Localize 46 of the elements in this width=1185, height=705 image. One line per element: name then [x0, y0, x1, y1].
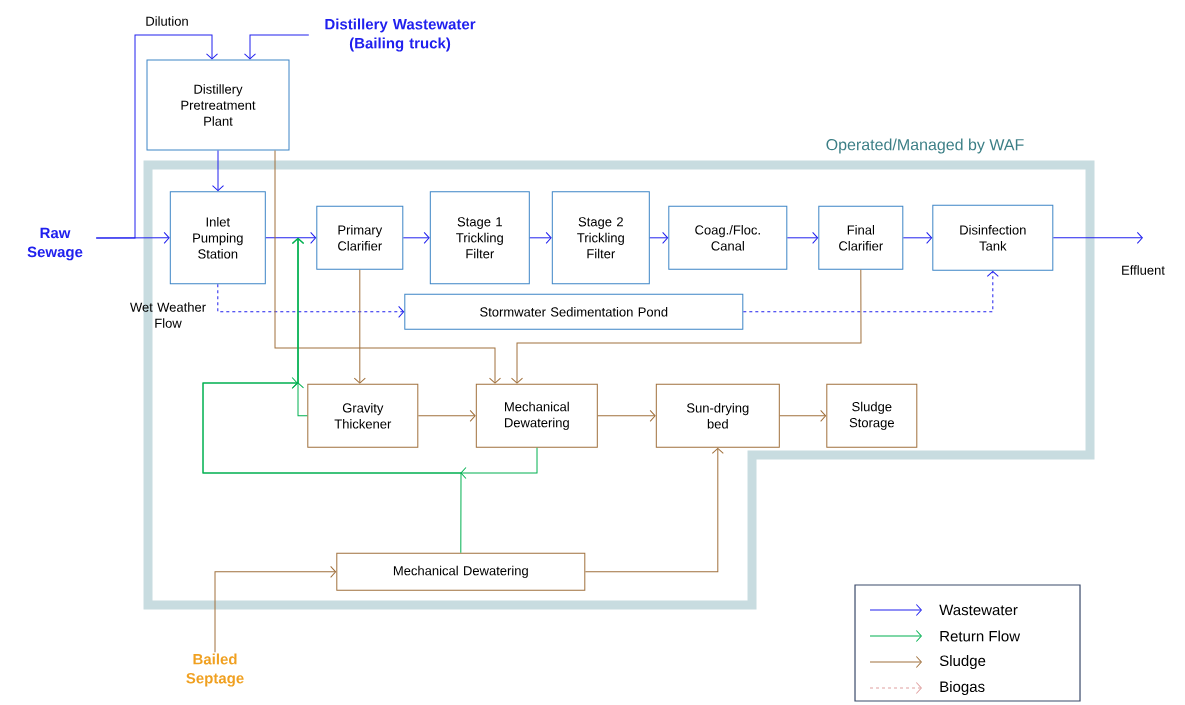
arrow	[902, 231, 933, 244]
legend-text: Wastewater	[939, 604, 1018, 616]
process-box: Sludge Storage	[826, 383, 918, 448]
arrow	[202, 238, 467, 554]
flow-label: Distillery Wastewater (Bailing truck)	[325, 18, 476, 52]
edge-label: Wet Weather Flow	[130, 302, 206, 328]
process-box: Distillery Pretreatment Plant	[146, 59, 290, 151]
arrow	[274, 150, 501, 384]
arrow	[511, 269, 862, 384]
arrow	[353, 269, 366, 384]
flow-label: Bailed Septage	[186, 653, 244, 687]
region-title: Operated/Managed by WAF	[826, 138, 1024, 154]
process-box: Disinfection Tank	[932, 204, 1054, 271]
arrow	[217, 283, 405, 318]
process-box: Sun-drying bed	[655, 383, 780, 448]
arrow	[244, 34, 310, 60]
arrow	[529, 231, 552, 244]
process-box: Coag./Floc. Canal	[668, 205, 788, 270]
arrow	[649, 231, 669, 244]
process-box: Inlet Pumping Station	[169, 191, 266, 285]
arrow	[584, 448, 724, 573]
arrow	[265, 231, 317, 244]
legend-text: Biogas	[940, 681, 985, 695]
process-box: Primary Clarifier	[316, 205, 404, 270]
process-box: Stage 2 Trickling Filter	[551, 191, 650, 285]
arrow	[214, 565, 337, 653]
process-box: Stormwater Sedimentation Pond	[404, 293, 744, 330]
process-box: Gravity Thickener	[307, 383, 419, 448]
process-box: Mechanical Dewatering	[475, 383, 598, 448]
edge-label: Dilution	[146, 16, 188, 26]
arrow	[402, 231, 430, 244]
arrow	[212, 150, 224, 192]
legend-text: Sludge	[939, 655, 986, 669]
arrow	[1052, 231, 1143, 244]
flow-label: Raw Sewage	[27, 227, 83, 261]
arrow	[95, 34, 218, 239]
process-box: Mechanical Dewatering	[336, 552, 586, 591]
arrow	[417, 409, 476, 422]
arrow	[597, 409, 656, 422]
arrow	[742, 271, 999, 313]
process-box: Final Clarifier	[818, 205, 904, 270]
legend-text: Return Flow	[940, 630, 1021, 642]
arrow	[779, 409, 827, 422]
process-box: Stage 1 Trickling Filter	[429, 191, 530, 285]
flow-label: Effluent	[1122, 265, 1165, 275]
arrow	[786, 231, 819, 244]
